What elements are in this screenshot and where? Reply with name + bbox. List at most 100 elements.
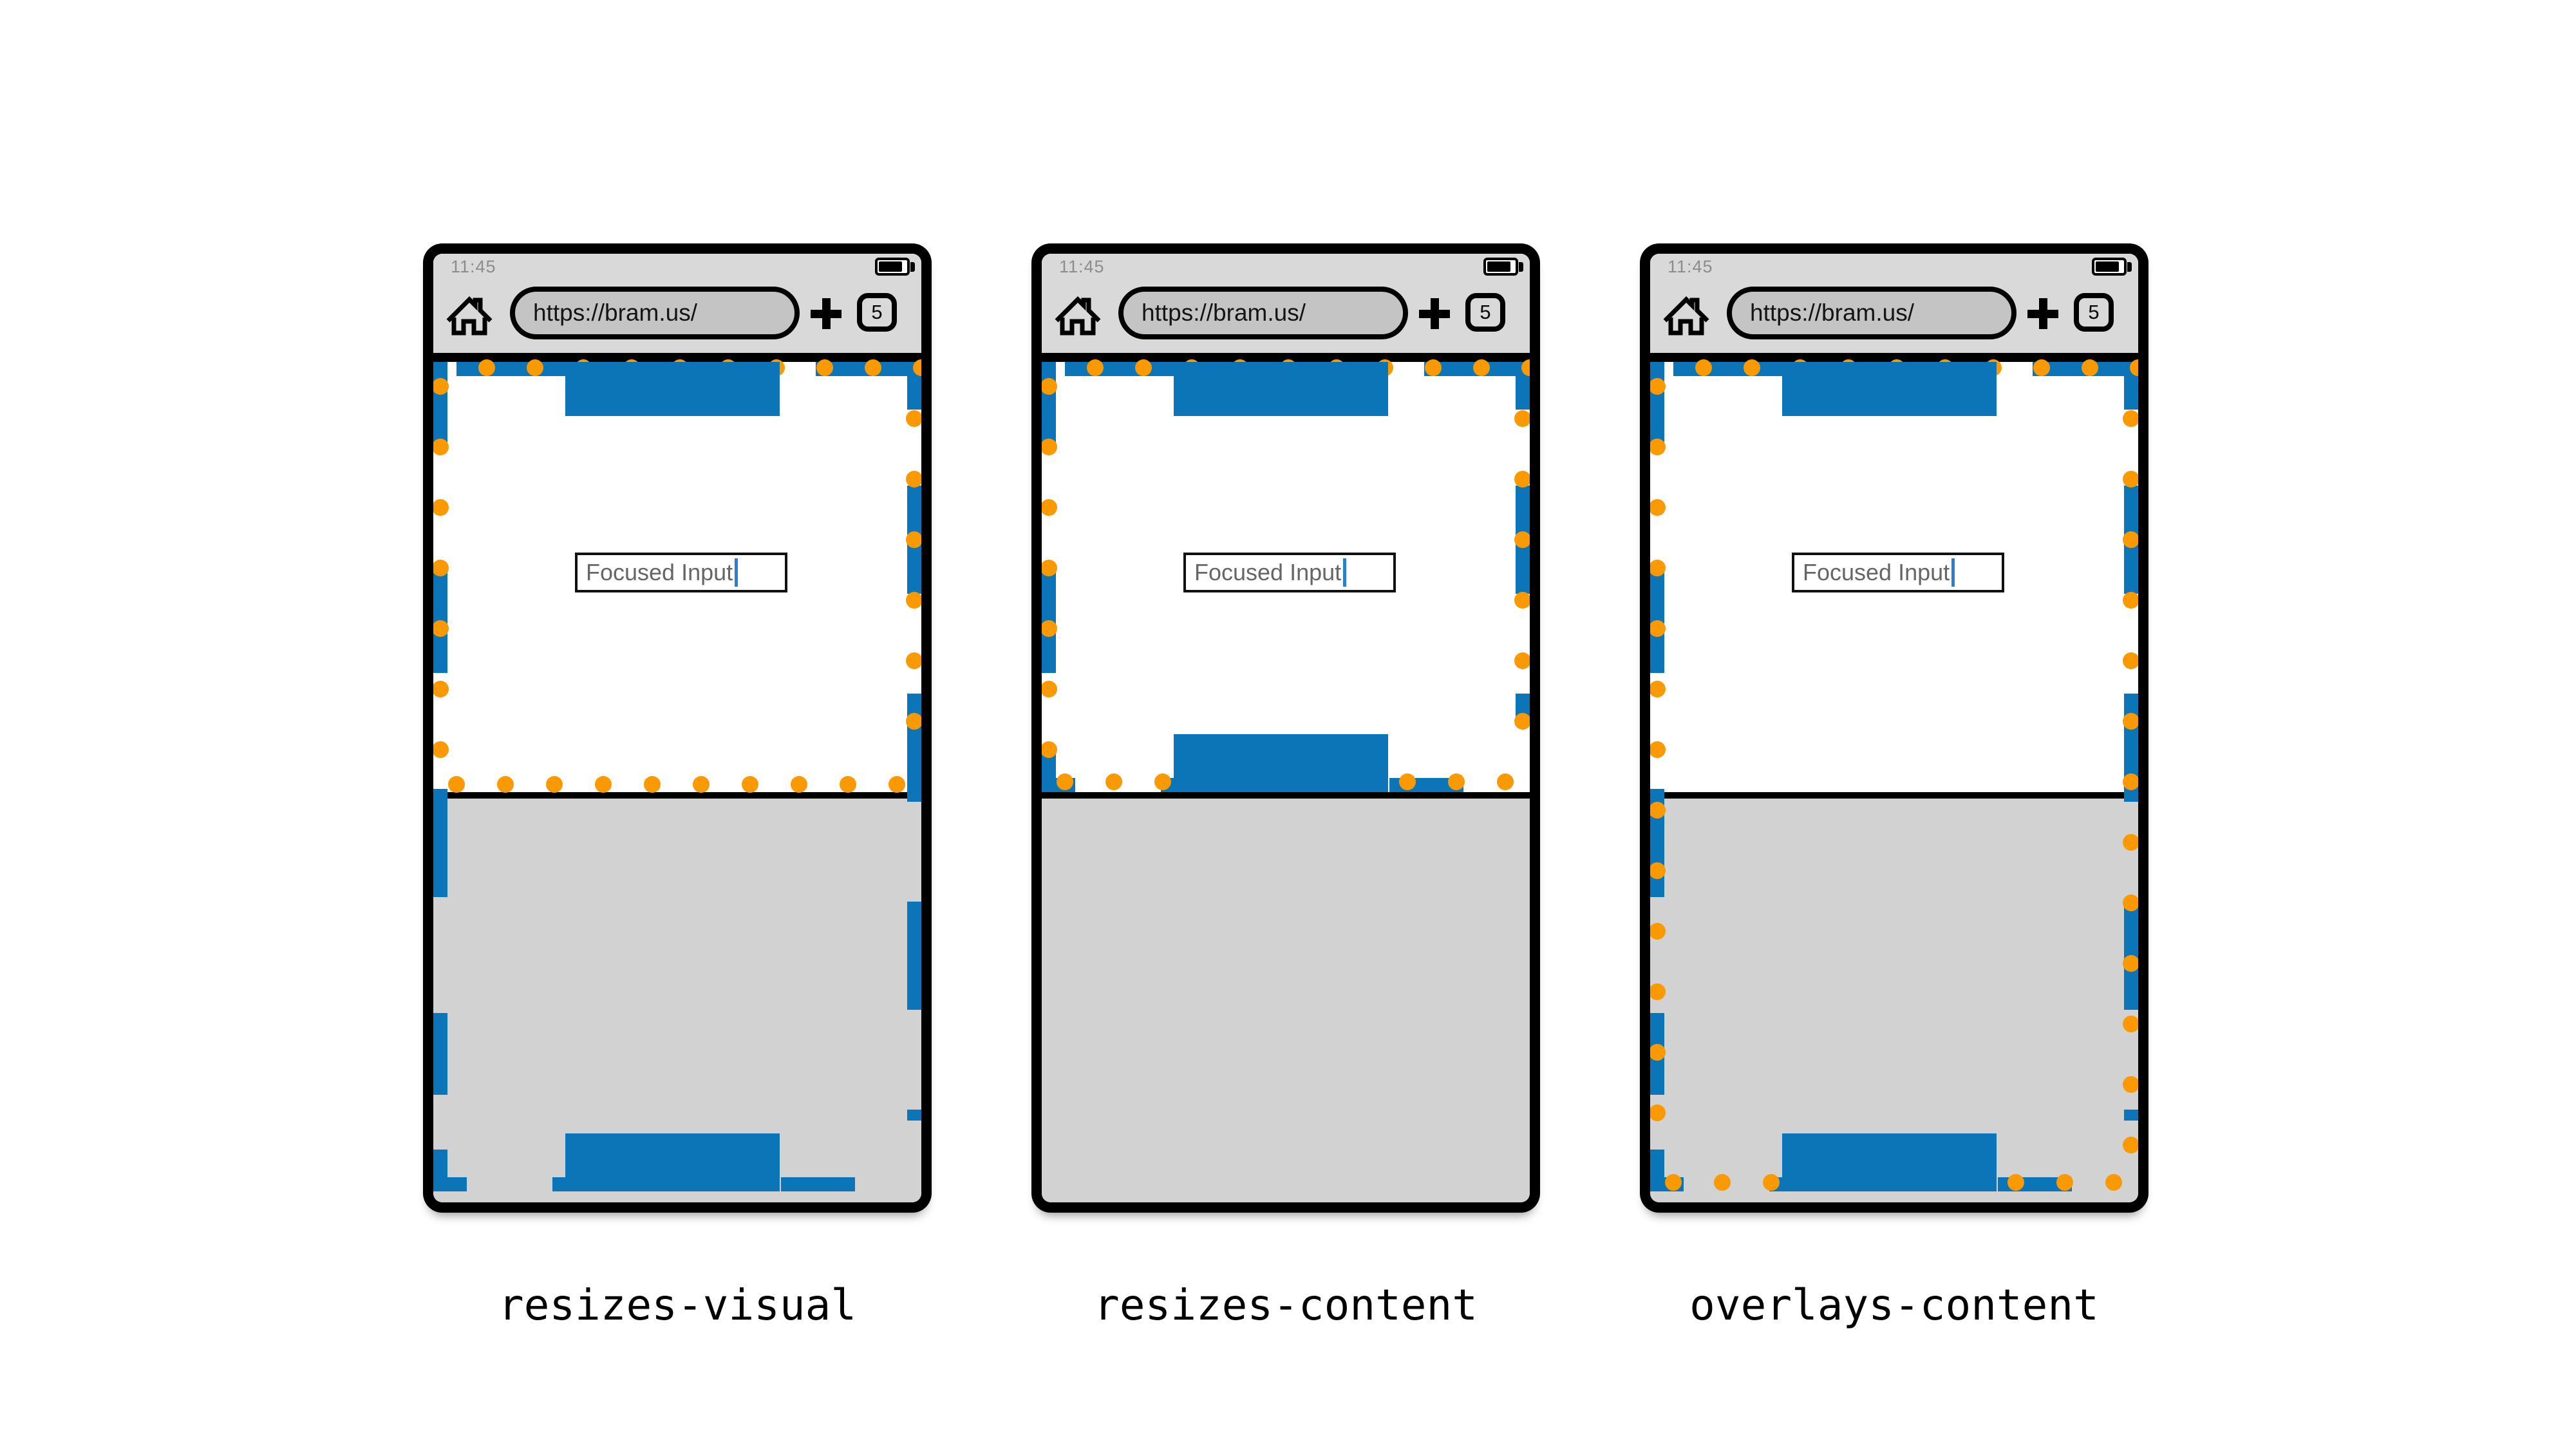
visual-viewport-dot [433,620,449,637]
visual-viewport-dot [1650,620,1666,637]
toolbar-separator [433,353,921,362]
visual-viewport-dot [2123,834,2138,851]
visual-viewport-dot [433,499,449,516]
visual-viewport-dot [906,713,921,730]
visual-viewport-dot [1042,681,1057,697]
visual-viewport-dot [1695,359,1712,376]
visual-viewport-dot [433,439,449,455]
phone-screen: 11:45 https://bram.us/ 5 [1042,254,1530,1202]
visual-viewport-dot [1650,741,1666,758]
visual-viewport-dot [888,776,905,793]
home-icon[interactable] [1662,291,1711,336]
visual-viewport-dot [913,359,921,376]
visual-viewport-dot [2007,1174,2024,1191]
url-bar[interactable]: https://bram.us/ [1727,287,2017,339]
visual-viewport-dot [2105,1174,2122,1191]
visual-viewport-dot [1514,592,1530,609]
page-header-block [565,362,780,416]
visual-viewport-dot [1154,773,1171,790]
page-border-dash-left [1650,565,1664,673]
page-border-dash-left [433,565,447,673]
page-border-dash-left [433,789,447,897]
visual-viewport-dot [1650,378,1666,395]
visual-viewport-dot [2123,1137,2138,1153]
text-caret-icon [1343,558,1347,587]
visual-viewport-dot [497,776,514,793]
visual-viewport-dot [1448,773,1465,790]
visual-viewport-dot [1042,620,1057,637]
visual-viewport-dot [1514,713,1530,730]
visual-viewport-dot [595,776,612,793]
visual-viewport-dot [1425,359,1442,376]
visual-viewport-dot [644,776,661,793]
visual-viewport-dot [1650,923,1666,940]
page-border-dash-top [456,362,565,376]
visual-viewport-dot [906,652,921,669]
new-tab-button[interactable] [2027,298,2058,329]
focused-input[interactable]: Focused Input [1183,553,1396,592]
mode-label: resizes-visual [498,1280,857,1330]
phone-frame: 11:45 https://bram.us/ 5 [1031,243,1540,1213]
page-border-dash-right [907,902,921,1010]
visual-viewport-dot [2123,713,2138,730]
visual-viewport-dot [2033,359,2050,376]
browser-chrome: 11:45 https://bram.us/ 5 [1042,254,1530,353]
visual-viewport-dot [906,410,921,427]
tab-counter-button[interactable]: 5 [1465,293,1505,332]
visual-viewport-dot [433,378,449,395]
toolbar-separator [1042,353,1530,362]
page-border-dash-top [1065,362,1174,376]
battery-fill [879,261,902,272]
focused-input[interactable]: Focused Input [575,553,787,592]
url-bar[interactable]: https://bram.us/ [510,287,800,339]
visual-viewport-dot [433,741,449,758]
text-caret-icon [735,558,738,587]
visual-viewport-dot [1514,471,1530,488]
focused-input[interactable]: Focused Input [1792,553,2004,592]
url-bar[interactable]: https://bram.us/ [1118,287,1408,339]
visual-viewport-dot [2123,592,2138,609]
battery-nub [1519,262,1523,272]
visual-viewport-dot [433,681,449,697]
page-footer-block [1174,734,1388,792]
page-border-dash-left [433,362,447,446]
new-tab-button[interactable] [1419,298,1450,329]
browser-chrome: 11:45 https://bram.us/ 5 [433,254,921,353]
tab-counter-button[interactable]: 5 [857,293,897,332]
page-illustration [433,254,921,1202]
tab-counter-button[interactable]: 5 [2074,293,2114,332]
visual-viewport-dot [2123,531,2138,548]
browser-chrome: 11:45 https://bram.us/ 5 [1650,254,2138,353]
new-tab-button[interactable] [811,298,841,329]
tab-count: 5 [2088,301,2100,323]
battery-nub [2127,262,2132,272]
visual-viewport-dot [2123,1016,2138,1032]
visual-viewport-dot [693,776,710,793]
phone-frame: 11:45 https://bram.us/ 5 [1640,243,2148,1213]
toolbar-separator [1650,353,2138,362]
page-border-dash-right [907,1110,921,1121]
page-border-dash-bottom [447,1177,467,1191]
page-header-block [1174,362,1388,416]
visual-viewport-dot [1665,1174,1682,1191]
url-text: https://bram.us/ [533,299,697,326]
visual-viewport-dot [1042,560,1057,576]
visual-viewport-dot [1714,1174,1731,1191]
visual-viewport-dot [1650,862,1666,879]
visual-viewport-dot [1514,652,1530,669]
battery-icon [2092,258,2127,276]
visual-viewport-dot [1087,359,1104,376]
visual-viewport-dot [2130,359,2138,376]
page-border-dash-left [1650,362,1664,446]
visual-viewport-dot [2082,359,2098,376]
visual-viewport-dot [791,776,807,793]
visual-viewport-dot [2123,1076,2138,1093]
home-icon[interactable] [1053,291,1102,336]
home-icon[interactable] [445,291,494,336]
page-border-dash-right [907,694,921,802]
visual-viewport-dot [2123,955,2138,972]
visual-viewport-dot [1744,359,1760,376]
input-value: Focused Input [586,559,733,585]
mode-label: resizes-content [1093,1280,1478,1330]
visual-viewport-dot [1650,1104,1666,1121]
